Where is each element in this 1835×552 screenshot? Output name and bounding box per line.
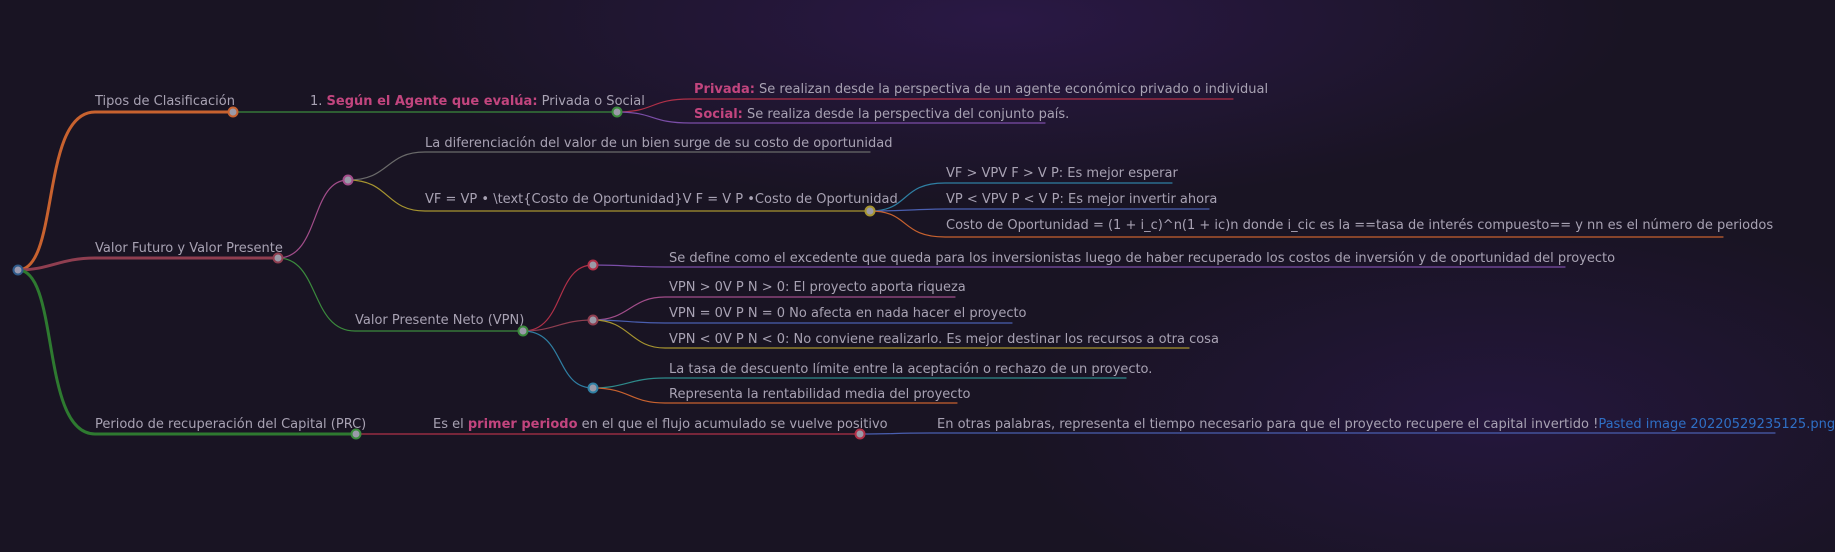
social-text: Se realiza desde la perspectiva del conj… [742, 107, 1070, 122]
node-label-vpn-menor: VPN < 0V P N < 0: No conviene realizarlo… [669, 332, 1219, 347]
edge-sub-formula [347, 179, 871, 212]
edge-valor-vpn [277, 257, 524, 332]
edge-formula-c2 [869, 208, 1210, 212]
edge-tasa-t1 [592, 377, 1127, 389]
edge-casos-c1 [592, 296, 956, 321]
node-root[interactable] [12, 264, 24, 276]
edge-vpn-def [522, 264, 594, 332]
edge-casos-c3 [592, 319, 1190, 349]
node-label-tipos: Tipos de Clasificación [95, 94, 235, 109]
edge-root-tipos [16, 110, 235, 272]
node-label-rentabilidad: Representa la rentabilidad media del pro… [669, 387, 971, 402]
edge-vpn-tasa [522, 330, 594, 389]
node-vpn-casos[interactable] [587, 314, 599, 326]
edge-valor-sub [277, 179, 349, 259]
edge-vpn-casos [522, 319, 594, 332]
node-vpn-def[interactable] [587, 259, 599, 271]
node-label-vpn: Valor Presente Neto (VPN) [355, 313, 525, 328]
node-valor-sub[interactable] [342, 174, 354, 186]
edge-tasa-t2 [592, 387, 958, 404]
otras-text: En otras palabras, representa el tiempo … [937, 417, 1599, 432]
node-label-prc-definicion: Es el primer periodo en el que el flujo … [433, 417, 888, 433]
edge-root-valor [16, 256, 280, 272]
pasted-image-link[interactable]: Pasted image 20220529235125.png [1598, 417, 1835, 432]
node-formula[interactable] [864, 205, 876, 217]
edge-sub-diferenciacion [347, 151, 871, 181]
node-vpn-tasa[interactable] [587, 382, 599, 394]
privada-text: Se realizan desde la perspectiva de un a… [754, 82, 1269, 97]
node-label-tasa-descuento: La tasa de descuento límite entre la ace… [669, 362, 1153, 377]
node-label-costo-oportunidad: Costo de Oportunidad = (1 + i_c)^n(1 + i… [946, 218, 1774, 233]
edge-agente-privada [616, 98, 1234, 113]
node-label-formula: VF = VP • \text{Costo de Oportunidad}V F… [425, 192, 898, 207]
node-label-vpn-definicion: Se define como el excedente que queda pa… [669, 251, 1616, 266]
node-label-vpn-igual: VPN = 0V P N = 0 No afecta en nada hacer… [669, 306, 1027, 321]
social-bold: Social: [694, 107, 743, 122]
node-label-prc: Periodo de recuperación del Capital (PRC… [95, 417, 367, 432]
node-prc[interactable] [350, 428, 362, 440]
edge-def-otras [859, 432, 1776, 435]
edge-casos-c2 [592, 319, 1013, 324]
node-prc-def[interactable] [854, 428, 866, 440]
node-label-diferenciacion: La diferenciación del valor de un bien s… [425, 136, 893, 151]
edge-formula-c1 [869, 182, 1173, 212]
prc-def-bold: primer periodo [467, 417, 578, 432]
agente-suffix: Privada o Social [537, 94, 645, 109]
prc-def-prefix: Es el [433, 417, 468, 432]
edge-agente-social [616, 111, 1046, 124]
privada-bold: Privada: [694, 82, 755, 97]
node-tipos[interactable] [227, 106, 239, 118]
node-label-vf-mayor: VF > VPV F > V P: Es mejor esperar [946, 166, 1178, 181]
node-label-social: Social: Se realiza desde la perspectiva … [694, 107, 1069, 123]
edge-def-text [592, 264, 1566, 268]
node-agente[interactable] [611, 106, 623, 118]
node-label-vpn-mayor: VPN > 0V P N > 0: El proyecto aporta riq… [669, 280, 966, 295]
node-label-otras-palabras: En otras palabras, representa el tiempo … [937, 417, 1835, 433]
edge-root-prc [16, 268, 358, 436]
node-valor[interactable] [272, 252, 284, 264]
node-vpn[interactable] [517, 325, 529, 337]
node-label-privada: Privada: Se realizan desde la perspectiv… [694, 82, 1268, 98]
node-label-vp-menor: VP < VPV P < V P: Es mejor invertir ahor… [946, 192, 1218, 207]
node-label-valor: Valor Futuro y Valor Presente [95, 241, 283, 256]
agente-prefix: 1. [310, 94, 327, 109]
node-label-agente: 1. Según el Agente que evalúa: Privada o… [310, 94, 645, 110]
prc-def-suffix: en el que el flujo acumulado se vuelve p… [577, 417, 888, 432]
edge-formula-c3 [869, 210, 1724, 238]
agente-bold: Según el Agente que evalúa: [326, 94, 538, 109]
